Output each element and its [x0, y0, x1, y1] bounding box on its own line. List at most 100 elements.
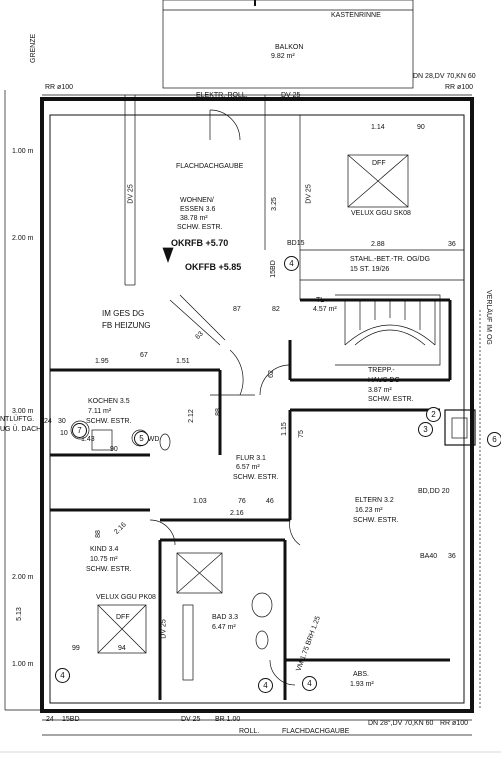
trepp-haus: HAUS DG [368, 377, 400, 384]
grenze-label: GRENZE [30, 33, 37, 63]
dim-30: 30 [58, 418, 66, 425]
dim-br100: BR 1.00 [215, 716, 241, 723]
trepp-floor: SCHW. ESTR. [368, 396, 414, 403]
okffb-label: OKFFB +5.85 [185, 262, 242, 272]
flur-floor: SCHW. ESTR. [233, 474, 279, 481]
dim-15bd: 15BD [269, 260, 277, 278]
tl-area: 4.57 m² [313, 306, 337, 313]
dff-top: DFF [372, 160, 386, 167]
dim-365: 36 [448, 553, 456, 560]
dim-212: 2.12 [187, 409, 195, 423]
dim-dv25a: DV 25 [127, 184, 135, 204]
dff-bottom: DFF [116, 614, 130, 621]
dim-90b: 90 [110, 446, 118, 453]
dim-36: 36 [448, 241, 456, 248]
dim-dv25c: DV 25 [160, 619, 168, 639]
marker-7: 7 [72, 423, 87, 438]
kochen-floor: SCHW. ESTR. [86, 418, 132, 425]
dim-94: 94 [118, 645, 126, 652]
rr-top-right: RR ø100 [445, 84, 474, 91]
level-1m-b: 1.00 m [12, 661, 34, 668]
dim-625: 62 [267, 370, 275, 378]
marker-3: 3 [418, 422, 433, 437]
marker-2: 2 [426, 407, 441, 422]
dn-bottom: DN 28°,DV 70,KN 60 [368, 720, 434, 727]
elektr-roll: ELEKTR.-ROLL. [196, 92, 248, 99]
velux-top: VELUX GGU SK08 [351, 210, 411, 217]
dv25-top: DV 25 [281, 92, 301, 99]
dim-76: 76 [238, 498, 246, 505]
level-3m: 3.00 m [12, 408, 34, 415]
dim-15bd-bottom: 15BD [62, 716, 80, 723]
dim-10: 10 [60, 430, 68, 437]
dim-325: 3.25 [270, 197, 278, 211]
trepp-area: 3.87 m² [368, 387, 392, 394]
kochen-name: KOCHEN 3.5 [88, 398, 130, 405]
okrfb-label: OKRFB +5.70 [171, 238, 229, 248]
entluftg-label: NTLÜFTG. [0, 416, 35, 423]
dim-24b: 24 [46, 716, 54, 723]
marker-4-b: 4 [55, 668, 70, 683]
kochen-area: 7.11 m² [88, 408, 112, 415]
dim-75: 75 [297, 430, 305, 438]
dim-885: 88 [214, 408, 222, 416]
dim-513: 5.13 [15, 607, 23, 621]
level-1m: 1.00 m [12, 148, 34, 155]
level-2m: 2.00 m [12, 235, 34, 242]
marker-6: 6 [487, 432, 501, 447]
stahl-steps: 15 ST. 19/26 [350, 266, 390, 273]
dim-465: 46 [266, 498, 274, 505]
dim-ba40: BA40 [420, 553, 438, 560]
wohnen-id: ESSEN 3.6 [180, 206, 216, 213]
dim-114: 1.14 [371, 124, 385, 131]
dim-143: 1.43 [81, 436, 95, 443]
kind-name: KIND 3.4 [90, 546, 119, 553]
abs-area: 1.93 m² [350, 681, 374, 688]
kastenrinne-label: KASTENRINNE [331, 12, 381, 19]
dim-67: 67 [140, 352, 148, 359]
dn-top: DN 28,DV 70,KN 60 [413, 73, 476, 80]
marker-4-d: 4 [302, 676, 317, 691]
flur-name: FLUR 3.1 [236, 455, 266, 462]
dim-90: 90 [417, 124, 425, 131]
dim-195: 1.95 [95, 358, 109, 365]
verlauf-label: VERLÄUF IM OG [485, 290, 492, 345]
flachdachgaube-bottom: FLACHDACHGAUBE [282, 728, 350, 735]
stahl-label: STAHL.-BET.-TR. OG/DG [350, 256, 430, 263]
tl-label: TL [316, 297, 325, 304]
dim-103: 1.03 [193, 498, 207, 505]
dim-bddd: BD,DD 20 [418, 488, 450, 495]
dim-roll: ROLL. [239, 728, 260, 735]
eltern-floor: SCHW. ESTR. [353, 517, 399, 524]
dim-dv25b: DV 25 [305, 184, 313, 204]
dim-87: 87 [233, 306, 241, 313]
dim-24: 24 [44, 418, 52, 425]
dim-288: 2.88 [371, 241, 385, 248]
bad-name: BAD 3.3 [212, 614, 239, 621]
level-2m-b: 2.00 m [12, 574, 34, 581]
flur-area: 6.57 m² [236, 464, 260, 471]
velux-bottom: VELUX GGU PK08 [96, 594, 156, 601]
trepp-label: TREPP.- [368, 367, 395, 374]
fb-heizung: FB HEIZUNG [102, 321, 151, 330]
marker-4-a: 4 [284, 256, 299, 271]
wohnen-name: WOHNEN/ [180, 197, 214, 204]
dim-dv25d: DV 25 [181, 716, 201, 723]
eltern-area: 16.23 m² [355, 507, 383, 514]
dim-151: 1.51 [176, 358, 190, 365]
balkon-area: 9.82 m² [271, 53, 295, 60]
dim-99: 99 [72, 645, 80, 652]
marker-4-c: 4 [258, 678, 273, 693]
ug-dach-label: UG Ü. DACH [0, 426, 42, 433]
kind-floor: SCHW. ESTR. [86, 566, 132, 573]
dim-825: 82 [272, 306, 280, 313]
marker-5: 5 [134, 431, 149, 446]
abs-label: ABS. [353, 671, 369, 678]
dim-2165: 2.16 [230, 510, 244, 517]
im-ges-dg: IM GES DG [102, 309, 145, 318]
dim-bd15: BD15 [287, 240, 305, 247]
balkon-label: BALKON [275, 44, 304, 51]
wohnen-floor: SCHW. ESTR. [177, 224, 223, 231]
flachdachgaube-top: FLACHDACHGAUBE [176, 163, 244, 170]
